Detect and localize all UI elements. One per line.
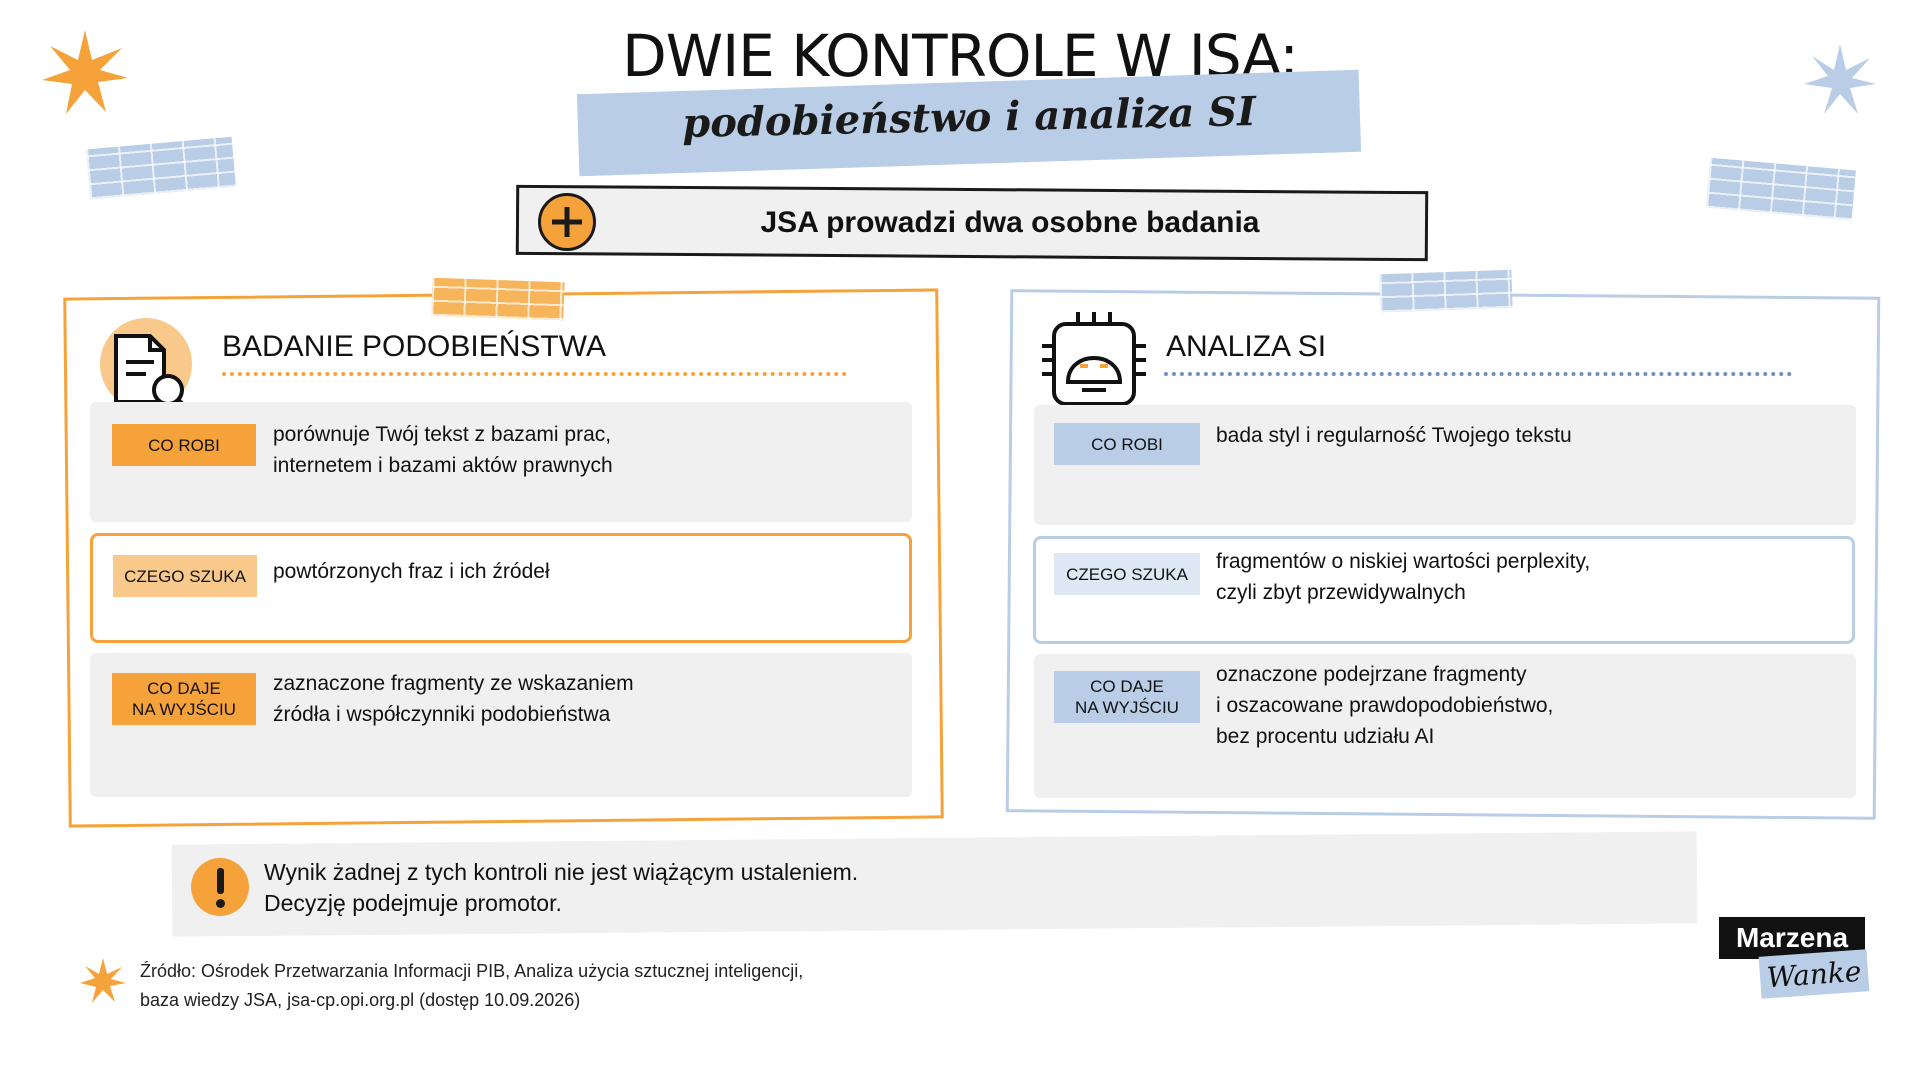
row-description: fragmentów o niskiej wartości perplexity… [1216,550,1591,604]
similarity-row-what: CO ROBI porównuje Twój tekst z bazami pr… [90,402,912,522]
blue-tape-decoration [86,136,236,200]
page-title: DWIE KONTROLE W JSA: [622,22,1299,90]
ai-chip-face-icon [1040,306,1150,408]
intro-banner-text: JSA prowadzi dwa osobne badania [760,206,1260,239]
similarity-row-output: CO DAJE NA WYJŚCIU zaznaczone fragmenty … [90,653,912,797]
exclamation-icon [191,858,249,916]
row-description: zaznaczone fragmenty ze wskazaniem źródł… [273,672,634,726]
ai-analysis-title-underline [1164,372,1792,376]
ai-row-looks-for: CZEGO SZUKA fragmentów o niskiej wartośc… [1033,536,1855,644]
tag-label: CZEGO SZUKA [1054,553,1200,595]
small-orange-star-icon [80,958,126,1003]
row-description: bada styl i regularność Twojego tekstu [1216,424,1572,447]
tag-label: CO ROBI [1054,423,1200,465]
tag-label: CO ROBI [112,424,256,466]
row-description: powtórzonych fraz i ich źródeł [273,560,550,583]
similarity-title: BADANIE PODOBIEŃSTWA [222,330,606,363]
blue-tape-decoration [1706,157,1856,221]
row-description: oznaczone podejrzane fragmenty i oszacow… [1216,663,1554,748]
orange-star-icon [42,30,128,114]
row-description: porównuje Twój tekst z bazami prac, inte… [273,423,613,477]
blue-tape-decoration [1379,269,1513,313]
similarity-row-looks-for: CZEGO SZUKA powtórzonych fraz i ich źród… [90,533,912,643]
tag-label: CO DAJE NA WYJŚCIU [1054,671,1200,723]
ai-row-output: CO DAJE NA WYJŚCIU oznaczone podejrzane … [1034,654,1856,798]
orange-tape-decoration [431,277,565,321]
brand-logo-last-name: Wanke [1758,949,1870,999]
document-magnifier-icon [98,316,198,412]
tag-label: CZEGO SZUKA [113,555,257,597]
plus-circle-icon [538,193,596,251]
ai-analysis-title: ANALIZA SI [1166,330,1327,363]
ai-row-what: CO ROBI bada styl i regularność Twojego … [1034,405,1856,525]
similarity-title-underline [222,372,847,376]
tag-label: CO DAJE NA WYJŚCIU [112,673,256,725]
disclaimer-text: Wynik żadnej z tych kontroli nie jest wi… [264,859,859,916]
blue-star-icon [1804,44,1876,114]
source-citation: Źródło: Ośrodek Przetwarzania Informacji… [140,961,804,1010]
